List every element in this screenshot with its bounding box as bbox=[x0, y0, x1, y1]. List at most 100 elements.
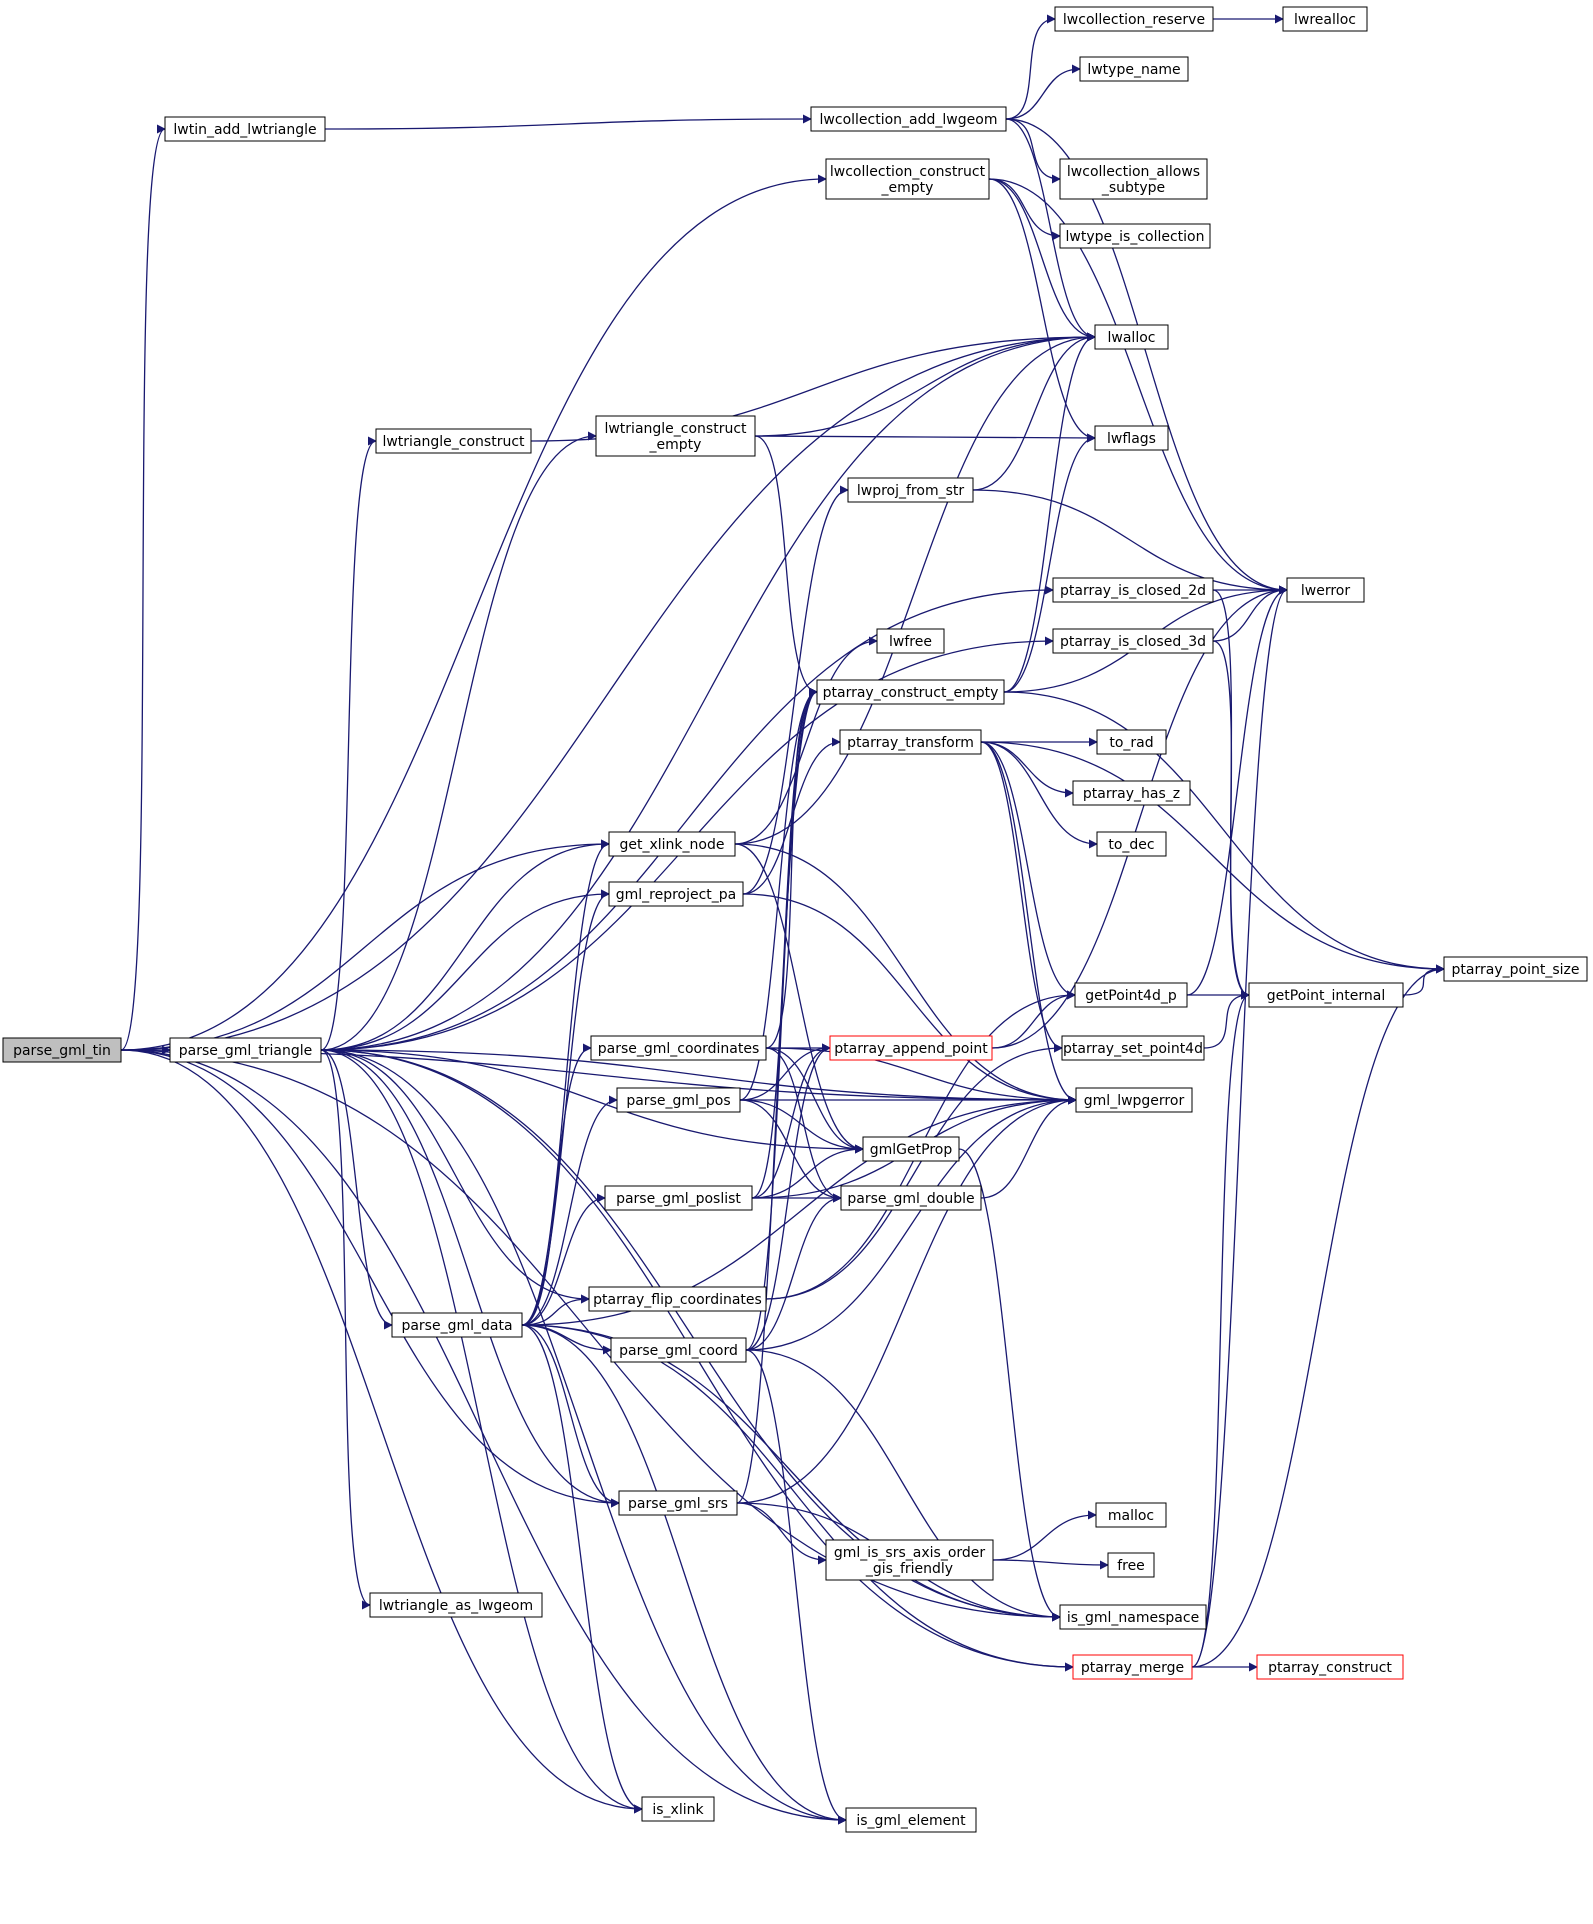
edge-parse-gml-coordinates-to-gml-lwpgerror bbox=[765, 1047, 1077, 1105]
edge-get-xlink-node-to-lwfree bbox=[734, 636, 878, 845]
node-parse-gml-poslist[interactable]: parse_gml_poslist bbox=[604, 1185, 753, 1211]
node-label: lwcollection_add_lwgeom bbox=[820, 112, 998, 128]
node-ptarray-construct-empty[interactable]: ptarray_construct_empty bbox=[816, 679, 1005, 705]
node-ptarray-set-point4d[interactable]: ptarray_set_point4d bbox=[1061, 1035, 1205, 1061]
edge-parse-gml-triangle-to-is-gml-element bbox=[320, 1049, 847, 1825]
edge-gml-reproject-pa-to-gml-lwpgerror bbox=[742, 893, 1077, 1105]
node-lwcollection-allows-subtype[interactable]: lwcollection_allows_subtype bbox=[1059, 158, 1208, 200]
node-box bbox=[595, 415, 756, 457]
node-label: ptarray_has_z bbox=[1083, 786, 1180, 802]
node-box bbox=[839, 729, 982, 755]
node-parse-gml-tin[interactable]: parse_gml_tin bbox=[2, 1037, 122, 1063]
node-parse-gml-data[interactable]: parse_gml_data bbox=[391, 1312, 523, 1338]
node-label: parse_gml_coordinates bbox=[598, 1041, 760, 1057]
node-label: to_rad bbox=[1109, 735, 1153, 751]
edge-gmlgetprop-to-is-gml-namespace bbox=[958, 1148, 1061, 1622]
node-label: ptarray_is_closed_3d bbox=[1060, 634, 1206, 650]
edge-parse-gml-double-to-gml-lwpgerror bbox=[980, 1095, 1077, 1199]
node-ptarray-construct[interactable]: ptarray_construct bbox=[1256, 1654, 1404, 1680]
node-box bbox=[845, 1807, 977, 1833]
edge-parse-gml-tin-to-lwtin-add-lwtriangle bbox=[120, 124, 166, 1051]
edge-parse-gml-tin-to-lwalloc bbox=[120, 332, 1096, 1051]
edge-gml-is-srs-axis-order-gis-friendly-to-free bbox=[992, 1559, 1109, 1570]
node-malloc[interactable]: malloc bbox=[1095, 1502, 1167, 1528]
node-label: is_gml_namespace bbox=[1067, 1610, 1199, 1626]
node-label: lwcollection_reserve bbox=[1063, 12, 1205, 28]
edge-parse-gml-triangle-to-lwtriangle-construct-empty bbox=[320, 431, 597, 1051]
node-ptarray-append-point[interactable]: ptarray_append_point bbox=[829, 1035, 993, 1061]
edge-lwproj-from-str-to-lwalloc bbox=[972, 332, 1096, 491]
node-getpoint-internal[interactable]: getPoint_internal bbox=[1248, 982, 1404, 1008]
node-ptarray-is-closed-2d[interactable]: ptarray_is_closed_2d bbox=[1052, 577, 1214, 603]
node-lwtriangle-construct-empty[interactable]: lwtriangle_construct_empty bbox=[595, 415, 756, 457]
node-gmlgetprop[interactable]: gmlGetProp bbox=[862, 1136, 960, 1162]
edge-parse-gml-data-to-parse-gml-coordinates bbox=[521, 1043, 592, 1326]
node-label: lwproj_from_str bbox=[857, 483, 964, 499]
node-box bbox=[1074, 982, 1188, 1008]
edge-ptarray-transform-to-gml-lwpgerror bbox=[980, 741, 1077, 1105]
node-label: gml_is_srs_axis_order bbox=[834, 1545, 986, 1561]
node-lwtype-is-collection[interactable]: lwtype_is_collection bbox=[1059, 223, 1211, 249]
node-gml-lwpgerror[interactable]: gml_lwpgerror bbox=[1075, 1087, 1193, 1113]
node-label: ptarray_transform bbox=[847, 735, 974, 751]
node-is-gml-element[interactable]: is_gml_element bbox=[845, 1807, 977, 1833]
node-get-xlink-node[interactable]: get_xlink_node bbox=[608, 831, 736, 857]
edge-parse-gml-triangle-to-parse-gml-data bbox=[320, 1049, 393, 1330]
edge-layer bbox=[120, 14, 1445, 1825]
node-lwcollection-add-lwgeom[interactable]: lwcollection_add_lwgeom bbox=[810, 106, 1007, 132]
node-is-gml-namespace[interactable]: is_gml_namespace bbox=[1059, 1604, 1207, 1630]
node-lwtin-add-lwtriangle[interactable]: lwtin_add_lwtriangle bbox=[164, 116, 326, 142]
node-ptarray-point-size[interactable]: ptarray_point_size bbox=[1443, 956, 1588, 982]
node-label: parse_gml_tin bbox=[13, 1043, 111, 1059]
edge-parse-gml-data-to-gml-lwpgerror bbox=[521, 1095, 1077, 1326]
node-lwproj-from-str[interactable]: lwproj_from_str bbox=[847, 477, 974, 503]
edge-get-xlink-node-to-gml-lwpgerror bbox=[734, 843, 1077, 1105]
node-ptarray-has-z[interactable]: ptarray_has_z bbox=[1072, 780, 1191, 806]
node-gml-reproject-pa[interactable]: gml_reproject_pa bbox=[608, 881, 744, 907]
node-ptarray-merge[interactable]: ptarray_merge bbox=[1072, 1654, 1193, 1680]
node-parse-gml-pos[interactable]: parse_gml_pos bbox=[616, 1087, 741, 1113]
node-parse-gml-triangle[interactable]: parse_gml_triangle bbox=[169, 1037, 322, 1063]
node-lwtype-name[interactable]: lwtype_name bbox=[1079, 56, 1189, 82]
node-lwfree[interactable]: lwfree bbox=[876, 628, 945, 654]
node-lwerror[interactable]: lwerror bbox=[1286, 577, 1365, 603]
node-label: lwtin_add_lwtriangle bbox=[173, 122, 316, 138]
node-lwcollection-reserve[interactable]: lwcollection_reserve bbox=[1054, 6, 1214, 32]
node-parse-gml-double[interactable]: parse_gml_double bbox=[840, 1185, 982, 1211]
edge-parse-gml-srs-to-gml-lwpgerror bbox=[736, 1095, 1077, 1504]
node-box bbox=[1052, 577, 1214, 603]
edge-parse-gml-tin-to-parse-gml-srs bbox=[120, 1049, 620, 1508]
node-lwcollection-construct-empty[interactable]: lwcollection_construct_empty bbox=[825, 158, 990, 200]
node-getpoint4d-p[interactable]: getPoint4d_p bbox=[1074, 982, 1188, 1008]
node-box bbox=[1094, 425, 1169, 451]
edge-getpoint4d-p-to-lwerror bbox=[1186, 585, 1288, 996]
node-gml-is-srs-axis-order-gis-friendly[interactable]: gml_is_srs_axis_order_gis_friendly bbox=[825, 1539, 994, 1581]
node-label: parse_gml_data bbox=[401, 1318, 512, 1334]
node-box bbox=[1061, 1035, 1205, 1061]
edge-parse-gml-data-to-is-xlink bbox=[521, 1324, 643, 1814]
edge-parse-gml-triangle-to-gml-reproject-pa bbox=[320, 889, 610, 1051]
node-lwtriangle-construct[interactable]: lwtriangle_construct bbox=[375, 428, 532, 454]
node-label: lwalloc bbox=[1108, 330, 1156, 346]
node-ptarray-is-closed-3d[interactable]: ptarray_is_closed_3d bbox=[1052, 628, 1214, 654]
edge-parse-gml-srs-to-ptarray-construct-empty bbox=[736, 687, 818, 1504]
node-to-dec[interactable]: to_dec bbox=[1096, 831, 1167, 857]
node-lwflags[interactable]: lwflags bbox=[1094, 425, 1169, 451]
node-is-xlink[interactable]: is_xlink bbox=[641, 1796, 715, 1822]
node-parse-gml-srs[interactable]: parse_gml_srs bbox=[618, 1490, 738, 1516]
node-parse-gml-coordinates[interactable]: parse_gml_coordinates bbox=[590, 1035, 767, 1061]
node-ptarray-flip-coordinates[interactable]: ptarray_flip_coordinates bbox=[588, 1286, 767, 1312]
node-lwrealloc[interactable]: lwrealloc bbox=[1282, 6, 1368, 32]
node-ptarray-transform[interactable]: ptarray_transform bbox=[839, 729, 982, 755]
node-lwtriangle-as-lwgeom[interactable]: lwtriangle_as_lwgeom bbox=[369, 1592, 543, 1618]
node-box bbox=[608, 881, 744, 907]
node-free[interactable]: free bbox=[1107, 1552, 1155, 1578]
edge-ptarray-construct-empty-to-lwalloc bbox=[1003, 332, 1096, 693]
node-label: to_dec bbox=[1108, 837, 1154, 853]
node-parse-gml-coord[interactable]: parse_gml_coord bbox=[610, 1337, 747, 1363]
node-to-rad[interactable]: to_rad bbox=[1096, 729, 1167, 755]
edge-lwtriangle-construct-empty-to-lwalloc bbox=[754, 332, 1096, 437]
node-lwalloc[interactable]: lwalloc bbox=[1094, 324, 1169, 350]
node-label: malloc bbox=[1108, 1508, 1154, 1524]
